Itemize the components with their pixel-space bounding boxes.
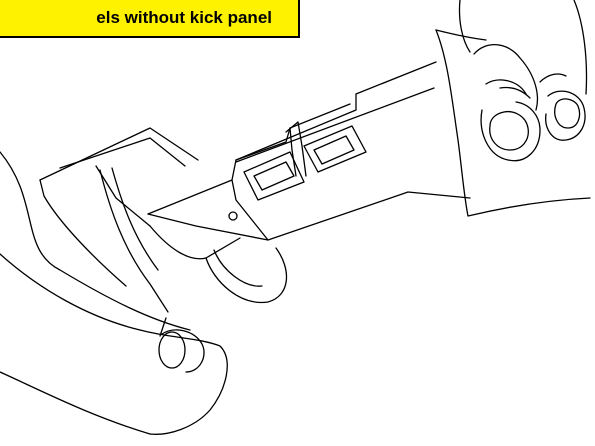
latch-tab-right-outline	[303, 125, 367, 173]
rail-face-top	[235, 87, 435, 163]
clip-peg-collar	[159, 317, 167, 337]
hand-wrist-left	[458, 0, 471, 53]
hand-thumb	[480, 101, 541, 162]
rail-mount-hole	[228, 211, 238, 221]
hand-with-cloth	[435, 0, 591, 217]
housing-inner-ridge	[59, 137, 186, 169]
curved-panel-lower-edge	[0, 253, 141, 331]
latch-spring-arm-back	[289, 127, 297, 177]
clip-peg	[158, 317, 205, 373]
housing-right-lobe-inner	[213, 249, 263, 287]
curved-panel-outer-edge	[0, 151, 191, 331]
housing-strut	[99, 169, 169, 313]
hand-wrist-right	[573, 0, 588, 95]
hand-middle-finger	[485, 79, 527, 95]
latch-tabs	[243, 121, 367, 201]
bracket-housing	[39, 127, 288, 313]
rail-top-edge	[147, 61, 437, 215]
hand-ring-finger	[545, 90, 586, 141]
hand-finger-crease	[539, 73, 567, 83]
hand-index-finger	[473, 44, 539, 111]
clip-peg-head	[158, 331, 186, 369]
slide-rail	[147, 61, 471, 241]
cloth-top-edge	[435, 29, 487, 41]
rail-front-face	[231, 179, 269, 241]
latch-tab-left-outline	[243, 151, 305, 201]
curved-panel-bottom-sweep	[0, 371, 151, 435]
latch-tab-left-slot	[253, 161, 295, 191]
hand-knuckle-crease	[499, 86, 531, 99]
rail-bottom-edge	[147, 191, 471, 241]
caption-text: els without kick panel	[96, 8, 272, 27]
caption-banner: els without kick panel	[0, 0, 300, 38]
housing-inner-left-wall	[95, 165, 151, 227]
curved-panel-rim	[139, 329, 228, 435]
clip-peg-shaft	[161, 329, 205, 373]
housing-strut-back	[111, 167, 159, 271]
latch-spring-arm	[285, 121, 307, 177]
hand-ring-fingernail	[554, 98, 581, 129]
housing-lower-body	[149, 225, 241, 260]
rail-top-back-edge	[235, 103, 351, 161]
hand-thumbnail	[489, 110, 529, 151]
cloth-outline	[435, 29, 591, 217]
latch-tab-right-slot	[313, 135, 355, 165]
housing-right-lobe	[205, 247, 288, 304]
housing-top-left-edge	[39, 127, 199, 181]
housing-left-wall	[39, 179, 127, 287]
